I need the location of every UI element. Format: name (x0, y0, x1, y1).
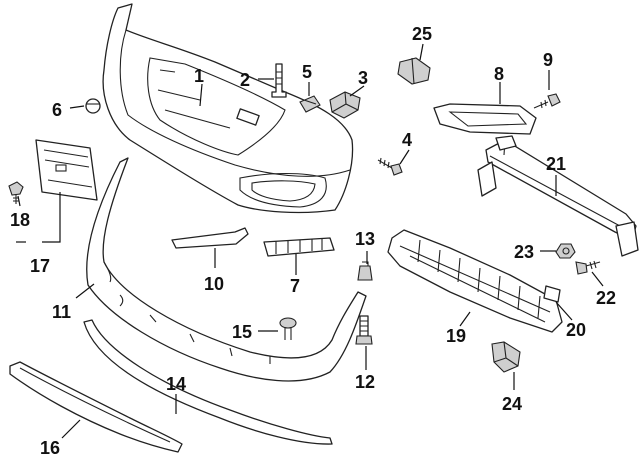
retainer-nut-part (555, 243, 576, 259)
push-pin-part (271, 63, 287, 98)
callout-5: 5 (302, 62, 312, 82)
retainer-clip-part (357, 261, 373, 281)
callout-14: 14 (166, 374, 186, 394)
callout-12: 12 (355, 372, 375, 392)
callout-labels: 1 2 3 4 5 6 7 8 9 10 11 12 13 14 15 16 1… (10, 24, 616, 458)
nut-part (85, 98, 101, 114)
callout-9: 9 (543, 50, 553, 70)
callout-25: 25 (412, 24, 432, 44)
callout-8: 8 (494, 64, 504, 84)
callout-11: 11 (52, 302, 71, 322)
bolt-part (355, 315, 373, 345)
callout-20: 20 (566, 320, 586, 340)
molding-part (171, 227, 249, 249)
skid-plate-part (9, 361, 183, 453)
brace-part (263, 237, 335, 257)
callout-24: 24 (502, 394, 522, 414)
push-fastener-part (279, 317, 297, 340)
callout-15: 15 (232, 322, 252, 342)
callout-6: 6 (52, 100, 62, 120)
callout-16: 16 (40, 438, 60, 458)
callout-17: 17 (30, 256, 50, 276)
mounting-bracket-part (491, 341, 521, 373)
mounting-bolt-part (575, 260, 601, 275)
lower-strip-part (83, 319, 333, 445)
callout-23: 23 (514, 242, 534, 262)
callout-18: 18 (10, 210, 30, 230)
screw-part (8, 181, 24, 204)
callout-21: 21 (546, 154, 566, 174)
callout-10: 10 (204, 274, 224, 294)
bumper-cover-part (102, 3, 354, 214)
clip-part (299, 95, 321, 113)
leader-lines (16, 43, 604, 439)
callout-13: 13 (355, 229, 375, 249)
callout-19: 19 (446, 326, 466, 346)
callout-1: 1 (194, 66, 204, 86)
sensor-part (397, 57, 431, 85)
bracket-clip-part (329, 91, 361, 119)
callout-4: 4 (402, 130, 412, 150)
screw-4-part (377, 157, 403, 176)
callout-3: 3 (358, 68, 368, 88)
energy-absorber-part (387, 229, 563, 333)
license-plate-bracket-part (35, 139, 98, 201)
label-part (543, 285, 561, 303)
callout-22: 22 (596, 288, 616, 308)
bezel-screw-part (533, 93, 561, 109)
callout-7: 7 (290, 276, 300, 296)
lower-bumper-cover-part (86, 157, 367, 382)
fog-lamp-bezel-part (433, 103, 537, 135)
reinforcement-bar-part (477, 135, 639, 257)
callout-2: 2 (240, 70, 250, 90)
